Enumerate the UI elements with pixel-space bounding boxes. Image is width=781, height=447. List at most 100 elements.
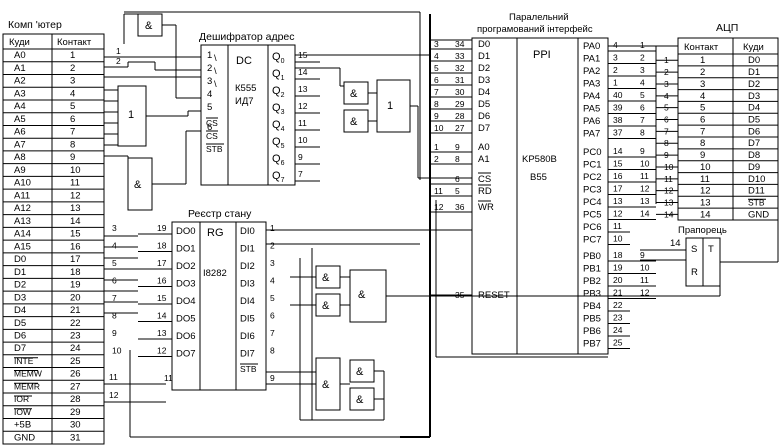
computer-contact-6: 7 <box>70 127 75 138</box>
and-gate-m2-label: & <box>322 300 330 312</box>
register-ext-pin-1: 4 <box>112 241 117 251</box>
computer-contact-29: 30 <box>70 420 81 431</box>
computer-signal-28: IOW <box>14 407 31 417</box>
ppi-pc-pin-4: 13 <box>613 196 623 206</box>
computer-signal-17: D1 <box>14 267 26 278</box>
computer-signal-12: A12 <box>14 203 31 214</box>
register-int-pin-0: 19 <box>157 223 167 233</box>
register-ext-pin-5: 8 <box>112 311 117 321</box>
register-out-pin-0: 1 <box>270 223 275 233</box>
ppi-pb-6: PB6 <box>583 326 601 337</box>
ppi-pa-6: PA6 <box>583 116 600 127</box>
adc-col-contact: Контакт <box>684 42 719 53</box>
ppi-int-pin-10: 6 <box>455 174 460 184</box>
adc-contact-6: 7 <box>700 126 705 137</box>
or-gate-left-label: 1 <box>128 109 134 121</box>
decoder-input-pin-2: 2 <box>207 63 212 74</box>
computer-col-contact: Контакт <box>57 37 92 48</box>
register-strobe-pin: 11 <box>164 373 173 383</box>
decoder-addr-slash: \ <box>214 66 217 77</box>
subscript: 7 <box>281 177 285 184</box>
ppi-int-pin-8: 9 <box>455 142 460 152</box>
adc-signal-10: D10 <box>748 174 765 185</box>
computer-contact-22: 23 <box>70 330 81 341</box>
ppi-ext-pin-3: 6 <box>434 75 439 85</box>
wires: 1 2 <box>104 11 779 438</box>
computer-contact-16: 17 <box>70 254 81 265</box>
computer-signal-25: MEMW <box>14 369 42 379</box>
ppi-pa-pin-2: 2 <box>613 65 618 75</box>
decoder-title: Дешифратор адрес <box>199 31 295 43</box>
ppi-pa-pin-3: 1 <box>613 78 618 88</box>
adc-title: АЦП <box>716 22 738 34</box>
ppi-pb-2: PB2 <box>583 276 601 287</box>
adc-contact-5: 6 <box>700 115 705 126</box>
ppi-pa-pin-6: 38 <box>613 115 623 125</box>
ppi-pa-pin-7: 37 <box>613 128 623 138</box>
ppi-pc-4: PC4 <box>583 197 601 208</box>
or-gate-left <box>117 85 147 147</box>
computer-col-where: Куди <box>9 37 30 48</box>
ppi-int-pin-4: 30 <box>455 87 465 97</box>
adc-contact-2: 3 <box>700 79 705 90</box>
ppi-pb-5: PB5 <box>583 314 601 325</box>
register-input-7: DO7 <box>176 349 196 360</box>
ppi-pb-pin-4: 22 <box>613 300 623 310</box>
computer-signal-24: INTE <box>14 356 34 366</box>
computer-signal-0: A0 <box>14 50 26 61</box>
adc-signal-4: D4 <box>748 103 760 114</box>
register-chip: I8282 <box>203 268 227 279</box>
ppi-title-2: програмований інтерфейс <box>477 24 593 35</box>
adc-signal-7: D7 <box>748 138 760 149</box>
computer-signal-5: A5 <box>14 114 26 125</box>
computer-signal-18: D2 <box>14 280 26 291</box>
register-input-5: DO5 <box>176 314 196 325</box>
ppi-int-pin-2: 32 <box>455 63 465 73</box>
adc-contact-9: 10 <box>700 162 711 173</box>
ppi-ext-pin-8: 1 <box>434 142 439 152</box>
adc-signal-3: D3 <box>748 91 760 102</box>
register-output-6: DI6 <box>240 331 255 342</box>
ppi-signal-a0: A0 <box>478 142 490 153</box>
adc-contact-4: 5 <box>700 103 705 114</box>
computer-signal-20: D4 <box>14 305 26 316</box>
adc-signal-1: D1 <box>748 67 760 78</box>
adc-signal-6: D6 <box>748 126 760 137</box>
ppi-int-pin-7: 27 <box>455 123 465 133</box>
decoder-chip1: К555 <box>235 83 256 94</box>
decoder-out-pin-3: 12 <box>298 101 308 111</box>
ppi-pb-pin-6: 24 <box>613 325 623 335</box>
register-output-7: DI7 <box>240 349 255 360</box>
ppi-int-pin-11: 5 <box>455 186 460 196</box>
ppi-ext-pin-9: 2 <box>434 154 439 164</box>
computer-contact-28: 29 <box>70 407 81 418</box>
and-gate-m1-label: & <box>322 272 330 284</box>
computer-contact-12: 13 <box>70 203 81 214</box>
computer-contact-5: 6 <box>70 114 75 125</box>
ppi-ext-pin-11: 11 <box>434 186 443 196</box>
adc-signal-13: GND <box>748 209 769 220</box>
ppi-pb-ext-0: 9 <box>640 250 645 260</box>
ppi-pb-ext-3: 12 <box>640 288 650 298</box>
register-out-pin-2: 3 <box>270 258 275 268</box>
computer-contact-7: 8 <box>70 139 75 150</box>
ppi-pc-ext-0: 9 <box>640 146 645 156</box>
ppi-ext-pin-7: 10 <box>434 123 444 133</box>
computer-contact-10: 11 <box>70 178 80 189</box>
adc-signal-8: D8 <box>748 150 760 161</box>
computer-signal-14: A14 <box>14 229 31 240</box>
computer-contact-18: 19 <box>70 280 81 291</box>
ppi-int-pin-6: 28 <box>455 111 465 121</box>
decoder-enable-1: CS <box>206 131 218 141</box>
and-gate-top-label: & <box>145 20 153 32</box>
ppi-signal-d5: D5 <box>478 99 490 110</box>
computer-contact-21: 22 <box>70 318 81 329</box>
computer-signal-1: A1 <box>14 63 26 74</box>
decoder-out-pin-5: 10 <box>298 135 308 145</box>
ppi-pa-2: PA2 <box>583 66 600 77</box>
adc-contact-3: 4 <box>700 91 705 102</box>
ppi-int-pin-1: 33 <box>455 51 465 61</box>
